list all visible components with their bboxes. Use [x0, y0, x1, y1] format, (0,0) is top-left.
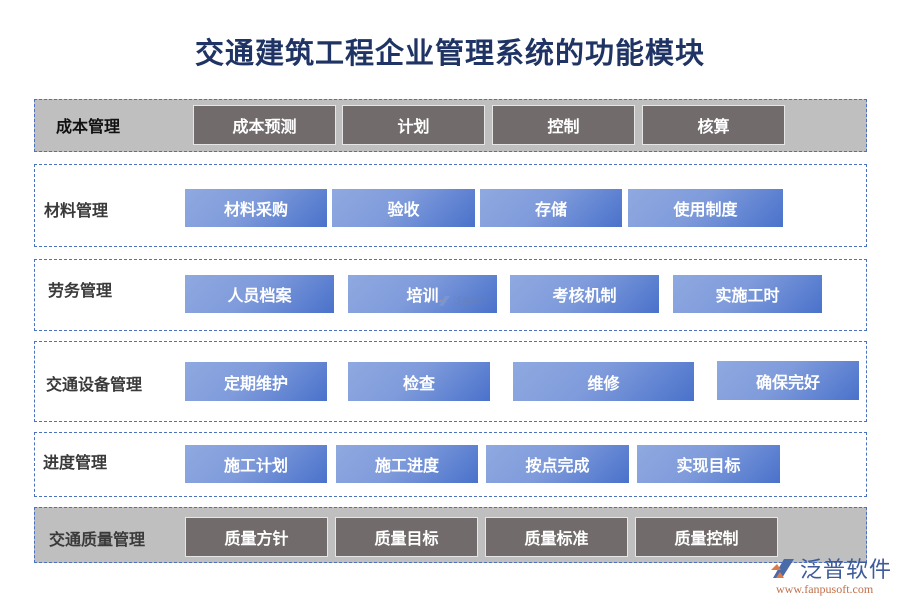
module-regular-maintenance[interactable]: 定期维护: [185, 362, 327, 401]
section-label: 进度管理: [43, 453, 108, 472]
section-label: 交通质量管理: [49, 530, 146, 549]
section-label: 劳务管理: [48, 281, 113, 300]
module-personnel-files[interactable]: 人员档案: [185, 275, 334, 313]
section-quality-management: 交通质量管理 质量方针 质量目标 质量标准 质量控制: [34, 507, 867, 563]
section-material-management: 材料管理 材料采购 验收 存储 使用制度: [34, 164, 867, 247]
module-control[interactable]: 控制: [492, 105, 635, 145]
module-on-time-completion[interactable]: 按点完成: [486, 445, 629, 483]
page-title: 交通建筑工程企业管理系统的功能模块: [194, 36, 705, 70]
module-work-hours[interactable]: 实施工时: [673, 275, 822, 313]
module-construction-progress[interactable]: 施工进度: [336, 445, 478, 483]
module-inspection[interactable]: 检查: [348, 362, 490, 401]
module-ensure-integrity[interactable]: 确保完好: [717, 361, 859, 400]
module-repair[interactable]: 维修: [513, 362, 694, 401]
module-usage-rules[interactable]: 使用制度: [628, 189, 783, 227]
module-quality-goals[interactable]: 质量目标: [335, 517, 478, 557]
module-storage[interactable]: 存储: [480, 189, 622, 227]
fanpu-logo-icon: [438, 295, 450, 306]
section-labor-management: 劳务管理 人员档案 培训 考核机制 实施工时: [34, 259, 867, 331]
section-label: 材料管理: [44, 201, 109, 220]
module-material-purchase[interactable]: 材料采购: [185, 189, 327, 227]
section-cost-management: 成本管理 成本预测 计划 控制 核算: [34, 99, 867, 152]
section-label: 交通设备管理: [46, 375, 143, 394]
module-acceptance[interactable]: 验收: [332, 189, 475, 227]
module-cost-forecast[interactable]: 成本预测: [193, 105, 336, 145]
section-label: 成本管理: [56, 117, 121, 136]
watermark-center: 泛普软件: [437, 294, 489, 307]
module-quality-control[interactable]: 质量控制: [635, 517, 778, 557]
fanpu-logo-icon: [771, 559, 794, 578]
module-quality-standards[interactable]: 质量标准: [485, 517, 628, 557]
module-training[interactable]: 培训: [348, 275, 497, 313]
module-assessment[interactable]: 考核机制: [510, 275, 659, 313]
module-achieve-goals[interactable]: 实现目标: [637, 445, 780, 483]
fanpu-logo: 泛普软件 www.fanpusoft.com: [770, 552, 895, 597]
module-accounting[interactable]: 核算: [642, 105, 785, 145]
section-progress-management: 进度管理 施工计划 施工进度 按点完成 实现目标: [34, 432, 867, 497]
watermark-text: 泛普软件: [453, 297, 490, 307]
module-plan[interactable]: 计划: [342, 105, 485, 145]
module-construction-plan[interactable]: 施工计划: [185, 445, 327, 483]
logo-name: 泛普软件: [800, 558, 893, 583]
logo-url: www.fanpusoft.com: [776, 582, 874, 596]
section-equipment-management: 交通设备管理 定期维护 检查 维修 确保完好: [34, 341, 867, 422]
module-quality-policy[interactable]: 质量方针: [185, 517, 328, 557]
